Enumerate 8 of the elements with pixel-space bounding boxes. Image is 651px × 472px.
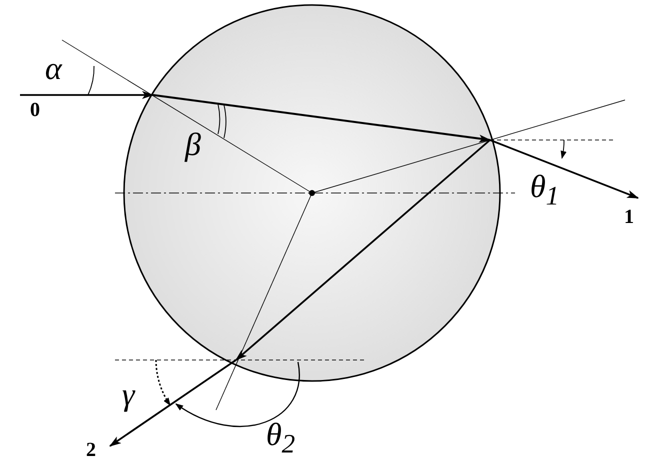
ray-number: 2 (86, 440, 96, 460)
beta-label: β (185, 128, 201, 160)
theta-label: θ$_{2}$ (266, 418, 296, 458)
ray-number: 0 (30, 100, 40, 120)
theta-label: θ$_{1}$ (530, 170, 560, 210)
alpha-label: α (45, 52, 62, 84)
ray-number: 1 (624, 207, 634, 227)
gamma-label: γ (122, 378, 135, 410)
